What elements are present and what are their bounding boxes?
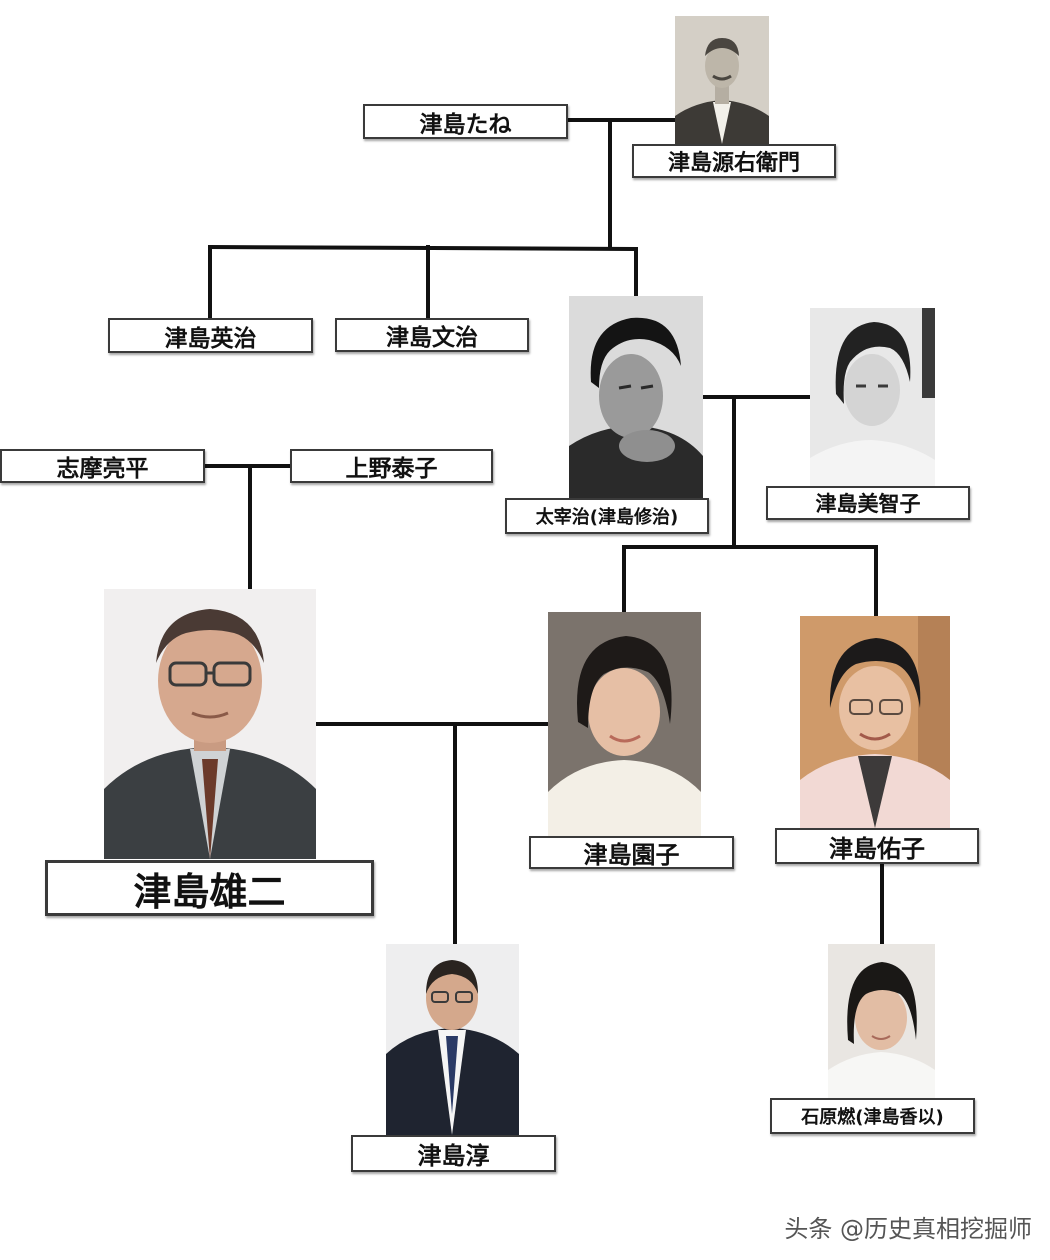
name-tsushima-yuko: 津島佑子	[775, 828, 979, 864]
name-tsushima-tane: 津島たね	[363, 104, 568, 139]
photo-tsushima-yuji	[104, 589, 316, 859]
name-tsushima-eiji: 津島英治	[108, 318, 313, 353]
name-ueno-yasuko: 上野泰子	[290, 449, 493, 483]
photo-tsushima-michiko	[810, 308, 935, 486]
name-tsushima-jun: 津島淳	[351, 1135, 556, 1172]
photo-tsushima-sonoko	[548, 612, 701, 836]
photo-tsushima-jun	[386, 944, 519, 1135]
name-tsushima-michiko: 津島美智子	[766, 486, 970, 520]
photo-tsushima-genemon	[675, 16, 769, 144]
name-dazai-osamu: 太宰治(津島修治)	[505, 498, 709, 534]
photo-tsushima-yuko	[800, 616, 950, 828]
name-ishihara-nen: 石原燃(津島香以)	[770, 1098, 975, 1134]
name-shima-ryohei: 志摩亮平	[0, 449, 205, 483]
line-children-bar	[207, 244, 639, 252]
name-tsushima-yuji: 津島雄二	[45, 860, 374, 916]
watermark-text: 头条 @历史真相挖掘师	[784, 1215, 1032, 1243]
name-tsushima-genemon: 津島源右衛門	[632, 144, 836, 178]
photo-dazai-osamu	[569, 296, 703, 498]
name-tsushima-sonoko: 津島園子	[529, 836, 734, 869]
photo-ishihara-nen	[828, 944, 935, 1098]
name-tsushima-bunji: 津島文治	[335, 318, 529, 352]
